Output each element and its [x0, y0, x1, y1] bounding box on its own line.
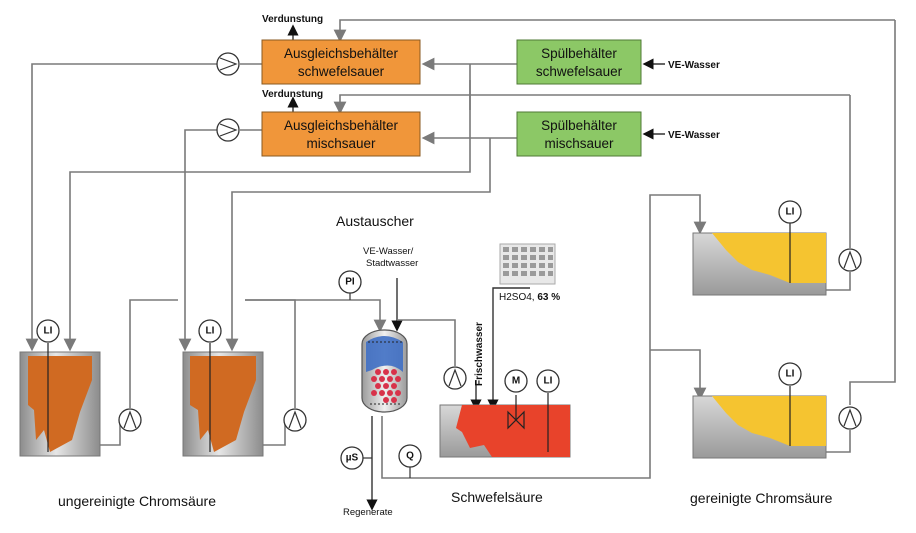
line-asb-tank1	[25, 63, 218, 352]
label-verdunstung-2: Verdunstung	[262, 89, 323, 100]
pump-clean1	[838, 248, 862, 272]
valve-icon	[507, 410, 525, 430]
svg-text:Ausgleichsbehälter: Ausgleichsbehälter	[284, 118, 399, 133]
chromic-acid-dirty-fill	[190, 356, 256, 452]
svg-text:Spülbehälter: Spülbehälter	[541, 118, 617, 133]
label-frischwasser: Frischwasser	[474, 322, 485, 386]
svg-text:µS: µS	[346, 453, 359, 464]
line-exchanger-acid	[397, 319, 456, 366]
svg-text:LI: LI	[44, 326, 53, 337]
label-ve-stadtwasser-1: VE-Wasser/	[363, 246, 414, 257]
pump-tank2	[283, 408, 307, 432]
label-austauscher: Austauscher	[336, 213, 414, 229]
chromic-acid-clean-fill	[712, 396, 826, 446]
instrument-li-acid: LI	[536, 369, 560, 393]
line-amb-tank2	[178, 129, 218, 352]
label-regenerate: Regenerate	[343, 507, 393, 518]
line-smb-tank2	[225, 138, 491, 352]
svg-text:M: M	[512, 376, 520, 387]
label-ve-stadtwasser-2: Stadtwasser	[366, 258, 418, 269]
svg-text:Q: Q	[406, 451, 414, 462]
svg-text:schwefelsauer: schwefelsauer	[298, 64, 385, 79]
ion-exchanger	[361, 329, 408, 413]
label-ve-wasser-2: VE-Wasser	[668, 130, 720, 141]
box-spuel-schwefelsauer: Spülbehälter schwefelsauer	[516, 39, 642, 85]
pump-acid	[443, 366, 467, 390]
line-clean1-pump	[826, 272, 851, 291]
sulfuric-acid-fill	[456, 405, 570, 457]
label-schwefelsaeure: Schwefelsäure	[451, 489, 543, 505]
return-line-top	[333, 19, 895, 43]
pump-tank1	[118, 408, 142, 432]
instrument-pi: PI	[338, 270, 362, 294]
label-verdunstung-1: Verdunstung	[262, 14, 323, 25]
svg-text:mischsauer: mischsauer	[306, 136, 376, 151]
svg-text:LI: LI	[786, 369, 795, 380]
pump-amb	[216, 118, 240, 142]
line-to-exchanger	[245, 299, 387, 333]
line-tank1-pump	[100, 420, 121, 446]
instrument-li-clean1: LI	[778, 200, 802, 224]
chromic-acid-dirty-fill	[28, 356, 92, 452]
instrument-li-tank1: LI	[36, 319, 60, 343]
line-ssb-tank1	[63, 64, 471, 352]
line-clean2-pump	[826, 430, 851, 453]
label-h2so4: H2SO4, 63 %	[499, 292, 560, 303]
label-gereinigte-chromsaeure: gereinigte Chromsäure	[690, 490, 833, 506]
instrument-li-clean2: LI	[778, 362, 802, 386]
box-spuel-mischsauer: Spülbehälter mischsauer	[516, 111, 642, 157]
tank-ungereinigt-1	[19, 343, 101, 457]
return-line-mid	[333, 94, 850, 115]
h2so4-arrow	[487, 287, 530, 411]
pump-asb	[216, 52, 240, 76]
resin-beads	[371, 369, 401, 403]
svg-text:schwefelsauer: schwefelsauer	[536, 64, 623, 79]
instrument-li-tank2: LI	[198, 319, 222, 343]
svg-text:Ausgleichsbehälter: Ausgleichsbehälter	[284, 46, 399, 61]
box-ausgleich-schwefelsauer: Ausgleichsbehälter schwefelsauer	[261, 39, 421, 85]
tank-schwefelsaeure	[439, 393, 571, 458]
pump-clean2	[838, 406, 862, 430]
instrument-us: µS	[340, 446, 364, 470]
line-to-clean-tank1	[381, 194, 707, 479]
label-ungereinigte-chromsaeure: ungereinigte Chromsäure	[58, 493, 216, 509]
label-ve-wasser-1: VE-Wasser	[668, 60, 720, 71]
svg-text:LI: LI	[544, 376, 553, 387]
box-ausgleich-mischsauer: Ausgleichsbehälter mischsauer	[261, 111, 421, 157]
svg-text:LI: LI	[786, 207, 795, 218]
tank-gereinigt-1	[692, 222, 827, 296]
return-line-right	[849, 20, 896, 405]
tank-ungereinigt-2	[182, 343, 264, 457]
instrument-q: Q	[398, 444, 422, 468]
line-to-clean-tank2	[650, 349, 707, 401]
chromic-acid-clean-fill	[712, 233, 826, 283]
svg-text:mischsauer: mischsauer	[544, 136, 614, 151]
line-tank1-out	[129, 299, 178, 408]
svg-text:LI: LI	[206, 326, 215, 337]
instrument-m: M	[504, 369, 528, 393]
svg-text:PI: PI	[345, 277, 355, 288]
line-tank2-pump	[262, 420, 286, 446]
pipework	[25, 19, 896, 511]
h2so4-container-icon	[499, 243, 556, 285]
svg-text:Spülbehälter: Spülbehälter	[541, 46, 617, 61]
tank-gereinigt-2	[692, 386, 827, 459]
